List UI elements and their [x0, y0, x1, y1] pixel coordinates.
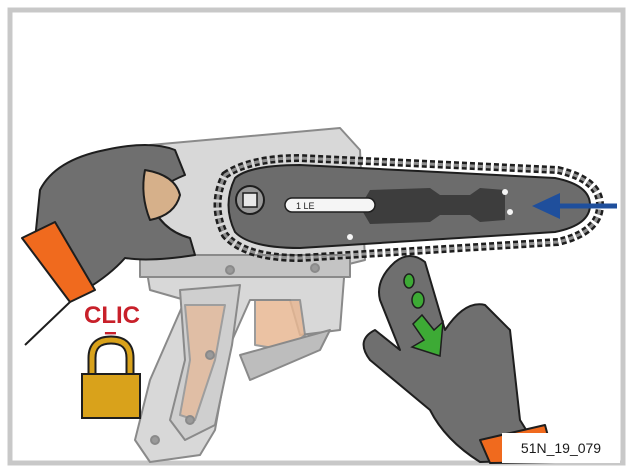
reference-code: 51N_19_079: [502, 433, 620, 463]
bar-marking: 1 LE: [296, 201, 315, 211]
